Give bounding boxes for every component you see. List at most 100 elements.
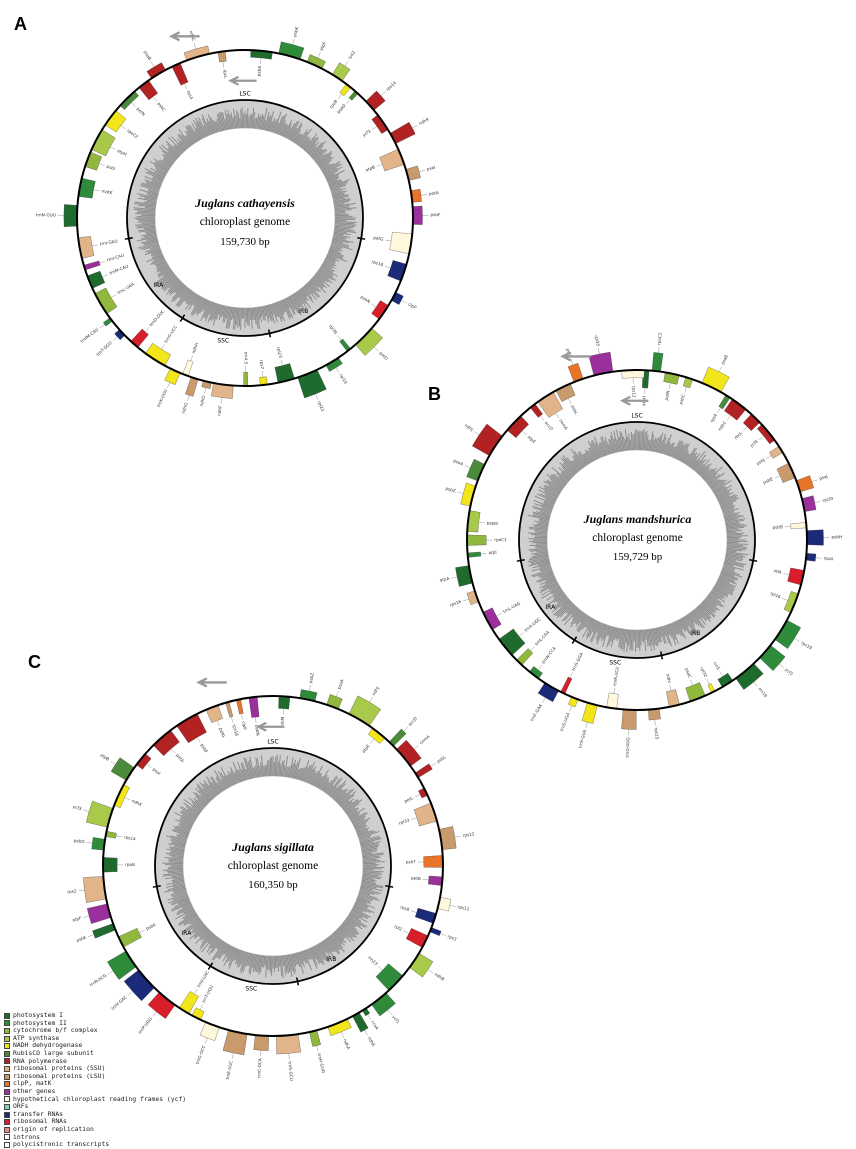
gene-label: rps4: [709, 413, 718, 424]
gene-label-leader: [571, 359, 573, 365]
gene-label: atpE: [527, 434, 538, 444]
gene-block: [244, 372, 248, 386]
gene-label: ndhG: [181, 402, 189, 414]
gene-label: trnL-UAA: [116, 281, 135, 295]
gene-label: atpB: [365, 164, 376, 172]
gene-label-leader: [556, 413, 559, 418]
gene-block: [184, 46, 210, 61]
gene-label: atpE: [361, 743, 371, 754]
gene-label: rps2: [347, 50, 356, 61]
gene-label-leader: [450, 905, 456, 906]
gene-label-leader: [707, 679, 710, 684]
gene-block: [607, 693, 619, 709]
gene-label-leader: [570, 673, 573, 678]
gene-label-leader: [83, 916, 89, 918]
gene-label: psaB: [720, 354, 729, 366]
gene-label-leader: [428, 970, 433, 973]
gc-content-bar: [639, 431, 640, 450]
gene-label: rpl14: [338, 373, 348, 385]
gene-label-leader: [411, 911, 417, 913]
gene-label: trnfM-CAU: [79, 327, 99, 344]
gc-content-bar: [269, 760, 270, 776]
gene-label: rps12: [631, 386, 636, 398]
gene-label-leader: [191, 355, 193, 361]
legend-label: introns: [13, 1134, 40, 1142]
gene-label: trnT-GGU: [95, 340, 113, 357]
gene-label-leader: [474, 431, 479, 434]
gene-block: [120, 91, 139, 109]
species-name-c: Juglans sigillata: [88, 840, 458, 855]
gene-label: trnD-GUC: [148, 309, 165, 327]
gene-label-leader: [598, 348, 599, 354]
gene-label: petD: [378, 351, 389, 362]
gene-label-leader: [262, 371, 263, 377]
gene-label-leader: [378, 966, 382, 970]
gene-label-leader: [337, 335, 341, 340]
gc-content-bar: [335, 214, 348, 215]
gene-label: trnM-CAU: [109, 263, 129, 275]
gene-block: [254, 1035, 269, 1051]
gene-label: rps12: [462, 831, 475, 838]
gene-label-leader: [766, 455, 771, 458]
legend-swatch: [4, 1074, 10, 1080]
gene-label-leader: [754, 682, 758, 687]
gene-label-leader: [365, 1030, 368, 1035]
gene-block: [621, 709, 636, 729]
gene-label: petA: [175, 753, 185, 764]
legend-swatch: [4, 1028, 10, 1034]
gene-label: psaI: [426, 165, 436, 172]
gene-label: rbcL: [733, 430, 743, 440]
gene-label: rpoC2: [126, 128, 139, 140]
gene-label-leader: [658, 347, 659, 353]
gene-label: trnS-GGA: [571, 652, 584, 672]
panel-letter-c: C: [28, 652, 41, 673]
gene-label-leader: [171, 749, 175, 754]
gene-label-leader: [221, 398, 222, 404]
species-name-a: Juglans cathayensis: [65, 196, 425, 211]
gene-label-leader: [341, 1032, 343, 1038]
gene-label: trnY-GUA: [577, 729, 587, 749]
gene-block: [84, 261, 100, 270]
gene-label: petG: [218, 727, 226, 738]
gene-block: [760, 645, 786, 670]
gene-label: trnG-GCC: [195, 1044, 207, 1064]
gene-label: trnT-UGU: [201, 984, 214, 1003]
gene-label-leader: [455, 836, 461, 837]
genome-size-a: 159,730 bp: [65, 236, 425, 248]
gene-label-leader: [345, 61, 348, 66]
gene-label-leader: [412, 125, 417, 128]
gene-label-leader: [727, 415, 731, 420]
gene-label-leader: [655, 720, 656, 726]
gene-label: rps15: [654, 727, 660, 740]
gene-label-leader: [670, 685, 671, 691]
gene-label-leader: [568, 398, 571, 403]
gene-label-leader: [540, 416, 544, 421]
gene-label: ndhK: [418, 116, 430, 126]
gene-label: rps14: [385, 80, 397, 92]
legend-item: introns: [4, 1134, 186, 1142]
gene-label: trnR-UCU: [612, 666, 620, 686]
gc-content-bar: [275, 756, 276, 776]
gene-label: rps7: [259, 360, 265, 370]
gene-block: [249, 697, 259, 718]
gene-label: trnR-ACG: [89, 973, 108, 988]
gene-label: rpoC2: [656, 332, 662, 345]
gene-label-leader: [200, 1004, 203, 1009]
gene-label-leader: [759, 436, 764, 440]
gene-label: psbJ: [755, 457, 765, 466]
gene-label: psbI: [106, 164, 116, 172]
gene-label: psbN: [360, 294, 372, 304]
gene-label: rps8: [400, 904, 411, 912]
gene-label-leader: [309, 685, 310, 691]
gene-label-leader: [187, 395, 189, 401]
gene-label-leader: [457, 492, 463, 494]
gene-label-leader: [338, 94, 342, 99]
gc-content-bar: [279, 956, 280, 967]
gene-label: psaI: [152, 767, 162, 776]
gene-label-leader: [113, 337, 117, 341]
gene-label: trnK-UUU: [156, 388, 168, 407]
gene-label: rps4: [186, 90, 194, 101]
gene-label: psbF: [430, 212, 441, 217]
gene-label-leader: [289, 1053, 290, 1059]
